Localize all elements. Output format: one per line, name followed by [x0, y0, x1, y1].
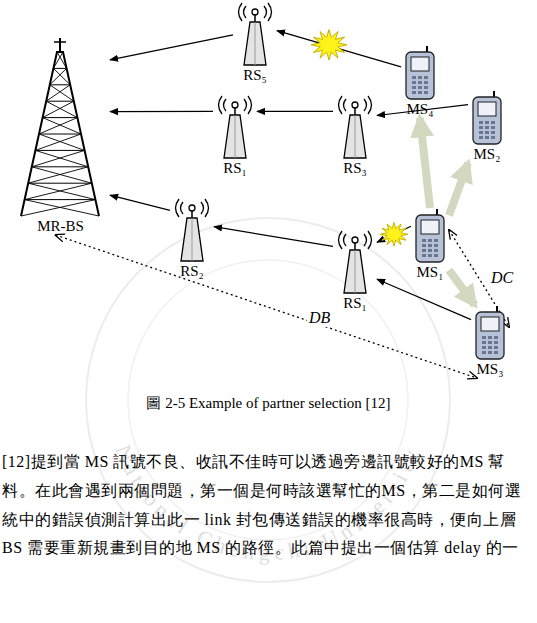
body-text-line: [12]提到當 MS 訊號不良、收訊不佳時可以透過旁邊訊號較好的MS 幫 [2, 452, 505, 472]
relay-station: RS₃ [333, 95, 377, 177]
relay-station: RS₂ [170, 198, 214, 280]
partner-request-arrow [449, 270, 475, 305]
station-label: MS₃ [471, 361, 509, 378]
interference-burst [311, 30, 347, 61]
link-arrow [110, 35, 233, 60]
link-arrow [110, 195, 170, 210]
relay-station-icon [235, 2, 275, 67]
mobile-station-icon [473, 305, 507, 361]
relay-station: RS₅ [233, 2, 277, 84]
mobile-station-icon [413, 208, 447, 264]
relay-station-icon [215, 95, 255, 160]
station-label: RS₅ [233, 67, 277, 84]
link-arrow [110, 111, 213, 112]
relay-station: RS₁ [213, 95, 257, 177]
tower-icon [13, 36, 108, 218]
partner-request-arrow [420, 118, 430, 208]
station-label: RS₁ [333, 295, 377, 312]
station-label: MS₄ [401, 101, 439, 118]
relay-station: RS₁ [333, 230, 377, 312]
mobile-station: MS₁ [411, 208, 449, 281]
mobile-station: MS₄ [401, 45, 439, 118]
figure-caption: 圖 2-5 Example of partner selection [12] [0, 394, 537, 412]
relay-station-icon [335, 95, 375, 160]
body-text-line: 料。在此會遇到兩個問題，第一個是何時該選幫忙的MS，第二是如何選 [2, 481, 521, 501]
station-label: RS₁ [213, 160, 257, 177]
partner-request-arrow [449, 163, 468, 215]
base-station: MR-BS [11, 36, 110, 235]
station-label: RS₃ [333, 160, 377, 177]
mobile-station-icon [403, 45, 437, 101]
distance-label: DB [307, 309, 332, 327]
station-label: RS₂ [170, 263, 214, 280]
relay-station-icon [335, 230, 375, 295]
body-text-line: 統中的錯誤偵測計算出此一 link 封包傳送錯誤的機率很高時，便向上層 [2, 510, 516, 530]
distance-label: DC [489, 269, 515, 287]
station-label: MR-BS [11, 218, 110, 235]
link-arrow [214, 227, 333, 247]
interference-burst [380, 222, 408, 246]
body-text-line: BS 需要重新規畫到目的地 MS 的路徑。此篇中提出一個估算 delay 的一 [2, 538, 519, 558]
distance-arrow [56, 235, 477, 378]
link-arrow [257, 111, 333, 112]
station-label: MS₁ [411, 264, 449, 281]
relay-station-icon [172, 198, 212, 263]
mobile-station: MS₂ [468, 90, 506, 163]
mobile-station-icon [470, 90, 504, 146]
mobile-station: MS₃ [471, 305, 509, 378]
station-label: MS₂ [468, 146, 506, 163]
